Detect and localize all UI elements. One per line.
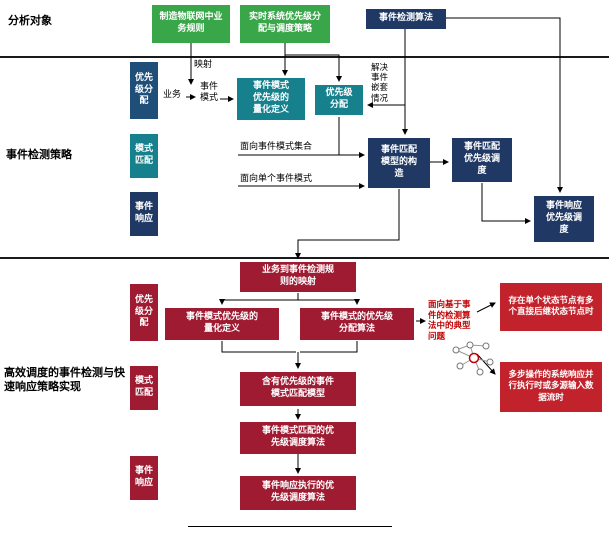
node-matching-scheduling: 事件匹配优先级调度 [452, 138, 512, 182]
label-event-pattern: 事件模式 [200, 82, 219, 103]
label-single-pattern: 面向单个事件模式 [240, 174, 313, 184]
node-business-rules: 制造物联网中业务规则 [152, 5, 230, 43]
node-matching-scheduling-algorithm: 事件模式匹配的优先级调度算法 [240, 422, 356, 454]
state-transition-graph-icon [452, 341, 494, 376]
section-divider-2 [0, 257, 609, 259]
node-response-scheduling-algorithm: 事件响应执行的优先级调度算法 [240, 476, 356, 510]
tag-strategy-priority-assignment: 优先级分配 [130, 62, 158, 119]
node-matching-model: 事件匹配模型的构造 [368, 138, 430, 188]
label-business: 业务 [163, 90, 182, 100]
tag-strategy-event-response: 事件响应 [130, 192, 158, 236]
node-quantitative-definition: 事件模式优先级的量化定义 [237, 78, 305, 120]
node-detection-algorithm: 事件检测算法 [366, 9, 446, 29]
node-impl-quantitative-definition: 事件模式优先级的量化定义 [165, 308, 279, 340]
tag-strategy-pattern-matching: 模式匹配 [130, 134, 158, 178]
node-rule-mapping: 业务到事件检测规则的映射 [240, 262, 356, 292]
tag-impl-priority-assignment: 优先级分配 [130, 284, 158, 341]
tag-impl-pattern-matching: 模式匹配 [130, 366, 158, 410]
label-solve-nesting: 解决事件嵌套情况 [371, 63, 389, 104]
section-label-implementation: 高效调度的事件检测与快速响应策略实现 [4, 366, 125, 393]
label-mapping: 映射 [194, 60, 213, 70]
tag-impl-event-response: 事件响应 [130, 456, 158, 500]
node-response-scheduling: 事件响应优先级调度 [534, 196, 594, 242]
node-priority-assignment: 优先级分配 [315, 85, 363, 115]
caption-rule [188, 526, 392, 527]
label-pattern-set: 面向事件模式集合 [240, 142, 313, 152]
annotation-typical-problems: 面向基于事件的检测算法中的典型问题 [428, 300, 471, 342]
section-label-strategy: 事件检测策略 [6, 148, 72, 161]
note-parallel-response: 多步操作的系统响应并行执行时或多源输入数据流时 [500, 362, 602, 412]
note-multi-successor: 存在单个状态节点有多个直接后继状态节点时 [500, 283, 602, 331]
node-assignment-algorithm: 事件模式的优先级分配算法 [300, 308, 414, 340]
section-divider-1 [0, 56, 609, 58]
section-label-analysis: 分析对象 [8, 14, 52, 27]
node-impl-matching-model: 含有优先级的事件模式匹配模型 [240, 372, 356, 406]
node-realtime-strategy: 实时系统优先级分配与调度策略 [240, 5, 330, 43]
